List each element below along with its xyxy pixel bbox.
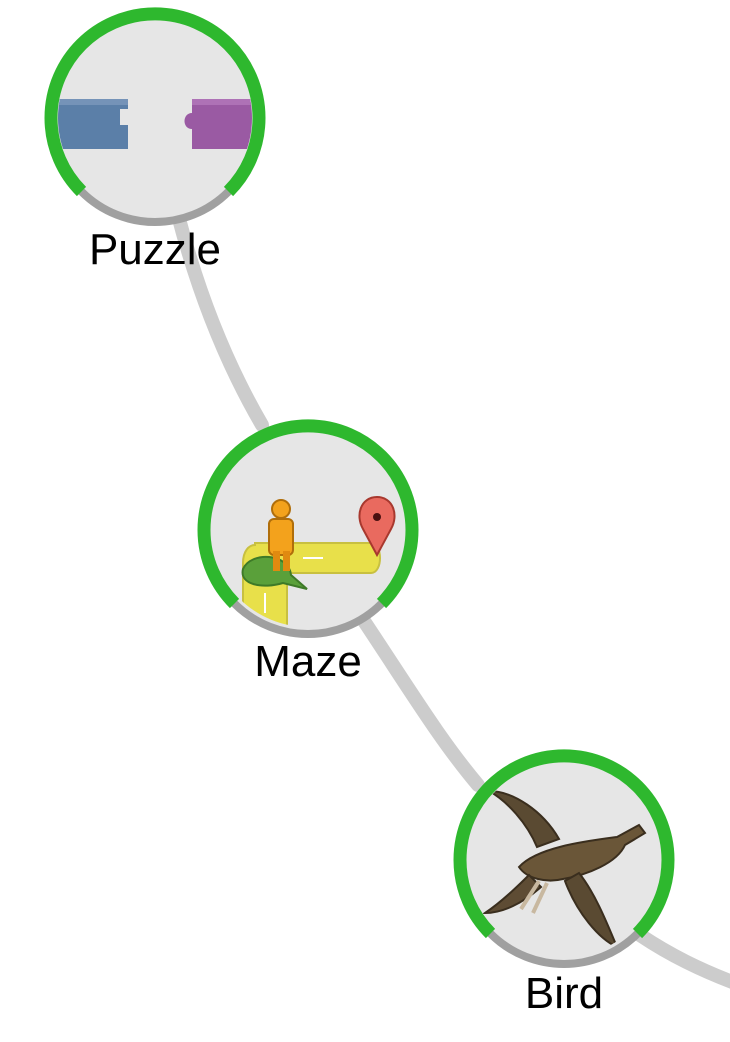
- maze-pegman-icon: [211, 433, 405, 627]
- level-label-bird[interactable]: Bird: [524, 969, 604, 1018]
- level-label-maze[interactable]: Maze: [254, 637, 362, 686]
- puzzle-pieces-icon: [58, 21, 252, 215]
- level-label-puzzle[interactable]: Puzzle: [88, 225, 222, 274]
- flying-bird-icon: [467, 763, 661, 957]
- level-node-puzzle[interactable]: [37, 0, 273, 236]
- level-node-maze[interactable]: [190, 412, 426, 648]
- level-node-bird[interactable]: [446, 742, 682, 978]
